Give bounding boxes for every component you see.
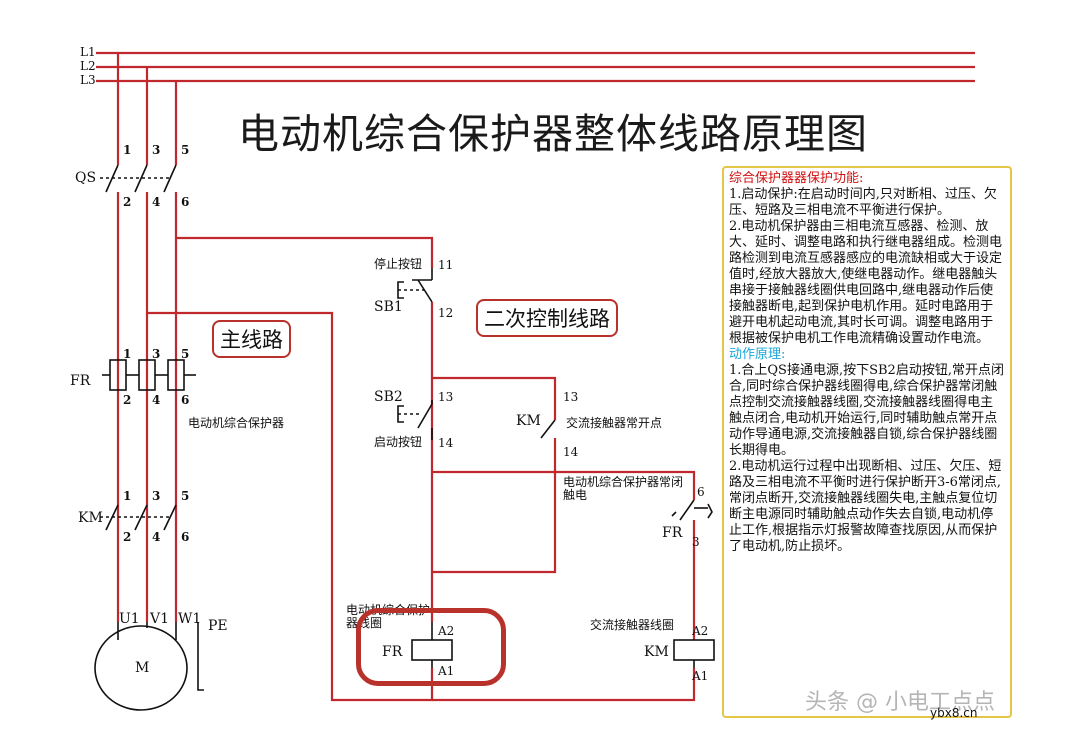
fr-nc-description: 电动机综合保护器常闭触电 [563, 475, 684, 502]
control-circuit-label: 二次控制线路 [476, 299, 618, 337]
km-coil-label: KM [644, 644, 669, 660]
motor-terminal-u1: U1 [119, 611, 140, 627]
diagram-title: 电动机综合保护器整体线路原理图 [238, 110, 868, 158]
fr-terminal-5: 5 [181, 347, 190, 361]
fr-coil-label: FR [382, 644, 403, 660]
fr-terminal-3: 3 [152, 347, 161, 361]
km-aux-terminal-14: 14 [563, 445, 579, 459]
fr-terminal-1: 1 [123, 347, 132, 361]
site-label: ybx8.cn [930, 706, 978, 720]
km-coil-a1: A1 [692, 669, 709, 683]
motor-label: M [135, 660, 150, 676]
fr-nc-label: FR [662, 525, 683, 541]
km-aux-label: KM [516, 413, 541, 429]
fr-label: FR [70, 373, 91, 389]
fr-coil-a1: A1 [438, 664, 455, 678]
sb1-label: SB1 [374, 299, 403, 315]
km-terminal-2: 2 [123, 530, 132, 544]
km-coil-description: 交流接触器线圈 [590, 618, 675, 632]
fr-coil-a2: A2 [438, 624, 455, 638]
motor-terminal-w1: W1 [178, 611, 202, 627]
notes-paragraph-4: 2.电动机运行过程中出现断相、过压、欠压、短路及三相电流不平衡时进行保护断开3-… [729, 459, 1002, 554]
l1-label: L1 [80, 45, 96, 59]
km-aux-description: 交流接触器常开点 [566, 416, 663, 430]
sb1-terminal-12: 12 [438, 306, 454, 320]
qs-terminal-2: 2 [123, 195, 132, 209]
km-label: KM [78, 510, 103, 526]
km-terminal-6: 6 [181, 530, 190, 544]
fr-description: 电动机综合保护器 [188, 416, 285, 430]
qs-terminal-5: 5 [181, 143, 190, 157]
notes-paragraph-3: 1.合上QS接通电源,按下SB2启动按钮,常开点闭合,同时综合保护器线圈得电,综… [729, 363, 1004, 458]
km-terminal-1: 1 [123, 489, 132, 503]
l3-label: L3 [80, 73, 96, 87]
sb2-terminal-13: 13 [438, 390, 454, 404]
km-terminal-4: 4 [152, 530, 161, 544]
qs-terminal-3: 3 [152, 143, 161, 157]
qs-terminal-6: 6 [181, 195, 190, 209]
start-button-label: 启动按钮 [374, 435, 423, 449]
sb2-terminal-14: 14 [438, 436, 454, 450]
notes-paragraph-1: 1.启动保护:在启动时间内,只对断相、过压、欠压、短路及三相电流不平衡进行保护。 [729, 187, 997, 218]
fr-terminal-2: 2 [123, 393, 132, 407]
main-circuit-label: 主线路 [212, 320, 291, 358]
km-terminal-5: 5 [181, 489, 190, 503]
sb1-terminal-11: 11 [438, 258, 454, 272]
watermark: 头条 @ 小电工点点 [805, 690, 995, 715]
qs-terminal-1: 1 [123, 143, 132, 157]
sb2-label: SB2 [374, 389, 403, 405]
notes-heading-principle: 动作原理: [729, 347, 786, 362]
fr-terminal-6: 6 [181, 393, 190, 407]
km-aux-terminal-13: 13 [563, 390, 579, 404]
qs-label: QS [75, 170, 97, 186]
km-coil-a2: A2 [692, 624, 709, 638]
l2-label: L2 [80, 59, 96, 73]
fr-nc-terminal-3: 3 [692, 535, 700, 549]
motor-terminal-v1: V1 [150, 611, 170, 627]
qs-terminal-4: 4 [152, 195, 161, 209]
fr-terminal-4: 4 [152, 393, 161, 407]
fr-nc-terminal-6: 6 [697, 485, 705, 499]
km-terminal-3: 3 [152, 489, 161, 503]
stop-button-label: 停止按钮 [374, 257, 423, 271]
notes-panel: 综合保护器器保护功能: 1.启动保护:在启动时间内,只对断相、过压、欠压、短路及… [722, 166, 1012, 718]
notes-paragraph-2: 2.电动机保护器由三相电流互感器、检测、放大、延时、调整电路和执行继电器组成。检… [729, 219, 1003, 346]
fr-coil-highlight [356, 608, 506, 686]
pe-label: PE [208, 618, 228, 634]
notes-heading-protection: 综合保护器器保护功能: [729, 171, 864, 186]
